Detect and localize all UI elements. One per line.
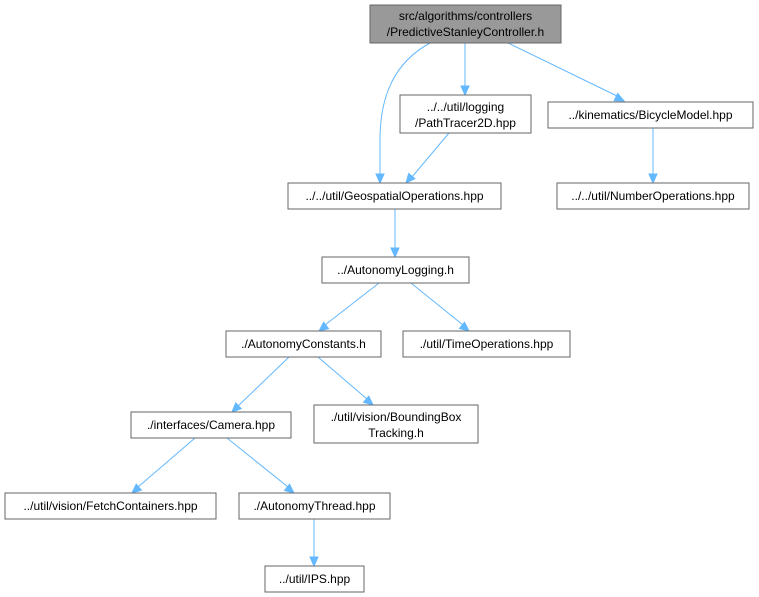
edge-autonomy-logging-to-time-ops (410, 282, 464, 326)
node-bbox-label-line-1: ./util/vision/BoundingBox (331, 410, 462, 424)
node-autonomy-constants-label: ./AutonomyConstants.h (241, 337, 366, 351)
node-autonomy-constants[interactable]: ./AutonomyConstants.h (225, 330, 382, 358)
node-bbox-label-line-2: Tracking.h (368, 426, 424, 440)
node-number-ops-label: ../../util/NumberOperations.hpp (571, 189, 735, 203)
edge-camera-to-autonomy-thread (226, 437, 289, 488)
edge-root-to-bicycle-model (507, 42, 618, 97)
node-camera-label: ./interfaces/Camera.hpp (147, 418, 275, 432)
node-root-predictive-stanley-controller[interactable]: src/algorithms/controllers /PredictiveSt… (369, 4, 562, 44)
edges-layer (131, 42, 658, 568)
node-time-ops-label: ./util/TimeOperations.hpp (420, 337, 554, 351)
arrowhead-autonomy-thread-to-ips (309, 556, 319, 568)
node-path-tracer-label-line-2: /PathTracer2D.hpp (415, 116, 516, 130)
node-time-operations[interactable]: ./util/TimeOperations.hpp (402, 330, 571, 358)
arrowhead-bicycle-model-to-number-ops (648, 173, 658, 185)
node-bicycle-model[interactable]: ../kinematics/BicycleModel.hpp (547, 101, 754, 129)
node-autonomy-thread-label: ./AutonomyThread.hpp (253, 499, 375, 513)
node-path-tracer-label-line-1: ../../util/logging (427, 100, 504, 114)
node-root-label-line-1: src/algorithms/controllers (399, 9, 532, 23)
arrowhead-camera-to-fetch-containers (131, 483, 143, 494)
node-geospatial-operations[interactable]: ../../util/GeospatialOperations.hpp (287, 182, 502, 210)
edge-autonomy-constants-to-bbox-tracking (317, 356, 368, 400)
arrowhead-root-to-path-tracer (460, 85, 470, 97)
node-ips[interactable]: ../util/IPS.hpp (264, 565, 365, 593)
node-bounding-box-tracking[interactable]: ./util/vision/BoundingBox Tracking.h (313, 404, 479, 444)
node-root-label-line-2: /PredictiveStanleyController.h (387, 25, 544, 39)
node-autonomy-logging[interactable]: ../AutonomyLogging.h (321, 256, 470, 284)
node-fetch-containers-label: ../util/vision/FetchContainers.hpp (23, 499, 197, 513)
arrowhead-camera-to-autonomy-thread (283, 483, 295, 494)
node-camera[interactable]: ./interfaces/Camera.hpp (130, 411, 292, 439)
arrowhead-geospatial-to-autonomy-logging (390, 247, 400, 259)
node-geospatial-label: ../../util/GeospatialOperations.hpp (305, 189, 483, 203)
node-fetch-containers[interactable]: ../util/vision/FetchContainers.hpp (4, 492, 217, 520)
edge-autonomy-logging-to-autonomy-constants (324, 282, 380, 326)
arrowhead-autonomy-constants-to-bbox-tracking (362, 395, 374, 406)
node-ips-label: ../util/IPS.hpp (279, 572, 351, 586)
arrowhead-path-tracer-to-geospatial (405, 172, 416, 184)
arrowhead-root-to-geospatial (375, 173, 385, 185)
arrowhead-root-to-bicycle-model (613, 92, 626, 102)
edge-autonomy-constants-to-camera (237, 356, 290, 407)
edge-root-to-geospatial (379, 42, 431, 175)
node-autonomy-logging-label: ../AutonomyLogging.h (337, 263, 454, 277)
node-bicycle-model-label: ../kinematics/BicycleModel.hpp (568, 108, 732, 122)
arrowhead-autonomy-logging-to-time-ops (458, 321, 470, 332)
arrowhead-autonomy-constants-to-camera (231, 401, 243, 413)
arrowhead-autonomy-logging-to-autonomy-constants (318, 321, 330, 332)
node-number-operations[interactable]: ../../util/NumberOperations.hpp (556, 182, 750, 210)
node-path-tracer-2d[interactable]: ../../util/logging /PathTracer2D.hpp (399, 94, 532, 134)
node-autonomy-thread[interactable]: ./AutonomyThread.hpp (238, 492, 391, 520)
edge-camera-to-fetch-containers (137, 437, 196, 488)
edge-path-tracer-to-geospatial (411, 132, 450, 178)
